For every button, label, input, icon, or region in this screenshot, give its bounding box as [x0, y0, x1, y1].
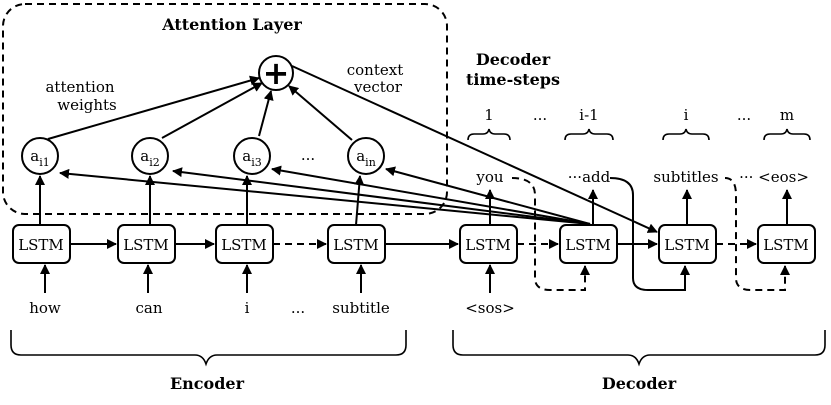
attention-node-ai3: ai3 — [233, 137, 271, 175]
feedback-add-to-dec3 — [609, 177, 690, 291]
decoder-brace — [452, 330, 826, 367]
svg-text:LSTM: LSTM — [333, 236, 379, 254]
decoder-lstm-i: LSTM — [658, 224, 717, 264]
score-arrow-ai3 — [271, 165, 591, 225]
encoder-input-ellipsis: ... — [291, 299, 305, 317]
decoder-output-you: you — [475, 168, 504, 186]
svg-text:ai1: ai1 — [30, 147, 49, 169]
svg-text:LSTM: LSTM — [565, 236, 611, 254]
context-vector-arrow — [291, 65, 658, 233]
arrow-ai2-to-combine — [161, 82, 263, 139]
decoder-output-eos: ··· <eos> — [739, 168, 809, 186]
attention-layer-boundary — [2, 3, 448, 215]
attention-weights-label-line1: attention — [45, 78, 114, 96]
decoder-input-sos: <sos> — [465, 299, 515, 317]
encoder-input-i: i — [245, 299, 250, 317]
svg-text:ai3: ai3 — [242, 147, 261, 169]
timestep-label-1: 1 — [484, 106, 494, 124]
attention-node-ai2: ai2 — [131, 137, 169, 175]
decoder-lstm-1: LSTM — [459, 224, 518, 264]
score-arrow-ai2 — [172, 167, 591, 225]
combine-node — [258, 55, 294, 91]
svg-text:LSTM: LSTM — [763, 236, 809, 254]
timestep-brace-i-minus-1 — [564, 128, 614, 141]
svg-text:ai2: ai2 — [140, 147, 159, 169]
timestep-brace-m — [763, 128, 811, 141]
encoder-brace — [10, 330, 407, 367]
timestep-label-i-minus-1: i-1 — [579, 106, 598, 124]
encoder-input-subtitle: subtitle — [332, 299, 390, 317]
encoder-lstm-4: LSTM — [327, 224, 386, 264]
decoder-label: Decoder — [602, 374, 677, 393]
timestep-label-ellipsis-1: ... — [533, 106, 547, 124]
timestep-label-m: m — [780, 106, 794, 124]
encoder-lstm-3: LSTM — [215, 224, 274, 264]
attention-node-ai1: ai1 — [21, 137, 59, 175]
arrow-ai3-to-combine — [258, 90, 274, 137]
svg-text:LSTM: LSTM — [465, 236, 511, 254]
decoder-lstm-m: LSTM — [757, 224, 816, 264]
encoder-lstm-2: LSTM — [117, 224, 176, 264]
svg-text:LSTM: LSTM — [664, 236, 710, 254]
decoder-timesteps-heading-line1: Decoder — [476, 50, 551, 69]
svg-text:LSTM: LSTM — [221, 236, 267, 254]
encoder-label: Encoder — [170, 374, 245, 393]
svg-text:ain: ain — [356, 147, 376, 169]
timestep-label-ellipsis-2: ... — [737, 106, 751, 124]
encoder-input-can: can — [135, 299, 162, 317]
combine-plus-icon: + — [263, 54, 290, 92]
attention-node-ain: ain — [347, 137, 385, 175]
attention-weights-label-line2: weights — [57, 96, 117, 114]
context-vector-label-line1: context — [347, 61, 403, 79]
timestep-label-i: i — [684, 106, 689, 124]
arrow-ai1-to-combine — [47, 75, 260, 140]
score-arrow-ai1 — [59, 168, 591, 225]
attention-layer-title: Attention Layer — [161, 15, 302, 34]
svg-text:LSTM: LSTM — [18, 236, 64, 254]
timestep-brace-1 — [467, 128, 511, 141]
svg-text:LSTM: LSTM — [123, 236, 169, 254]
decoder-lstm-i-minus-1: LSTM — [559, 224, 618, 264]
timestep-brace-i — [662, 128, 710, 141]
decoder-timesteps-heading-line2: time-steps — [466, 70, 560, 89]
attention-node-ellipsis: ... — [301, 146, 315, 164]
arrow-ain-to-combine — [288, 85, 353, 141]
encoder-input-how: how — [29, 299, 61, 317]
arrow-enc4-to-ain — [354, 175, 365, 226]
feedback-subtitles-to-dec4 — [724, 177, 790, 291]
feedback-you-to-dec2 — [511, 177, 590, 291]
context-vector-label-line2: vector — [353, 78, 403, 96]
decoder-output-add: ···add — [568, 168, 611, 186]
encoder-lstm-1: LSTM — [12, 224, 71, 264]
decoder-output-subtitles: subtitles — [653, 168, 718, 186]
